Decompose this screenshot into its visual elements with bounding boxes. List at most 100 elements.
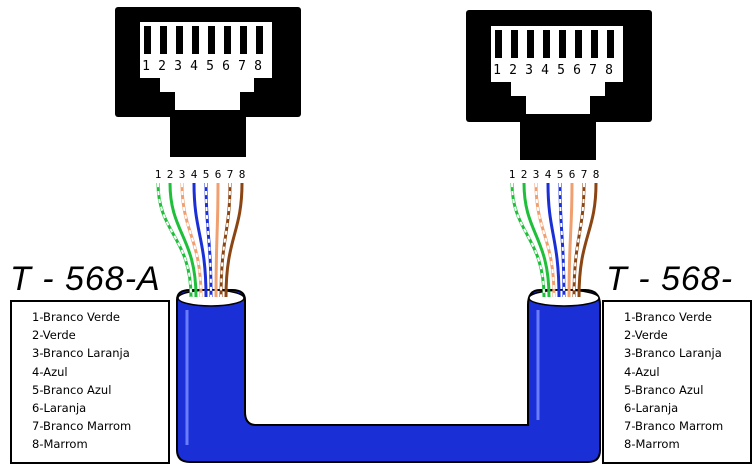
wire-8 xyxy=(224,182,244,298)
legend-item: 3-Branco Laranja xyxy=(32,346,130,361)
pin-number: 7 xyxy=(580,168,588,181)
pin-number: 2 xyxy=(520,168,528,181)
pin-number: 4 xyxy=(190,59,198,74)
pin-number: 1 xyxy=(493,63,501,78)
wires-right xyxy=(510,182,598,298)
pin-number: 4 xyxy=(544,168,552,181)
pin-number: 6 xyxy=(214,168,222,181)
pin-number: 5 xyxy=(556,168,564,181)
pin-number: 6 xyxy=(568,168,576,181)
pin-number: 3 xyxy=(174,59,182,74)
legend-item: 7-Branco Marrom xyxy=(32,419,132,434)
wires-left xyxy=(156,182,244,298)
pin-number: 1 xyxy=(154,168,162,181)
pin-number: 3 xyxy=(525,63,533,78)
wire-4 xyxy=(546,182,561,298)
legend-item: 6-Laranja xyxy=(624,401,679,416)
jack-neck xyxy=(520,115,596,160)
legend-item: 8-Marrom xyxy=(32,437,88,452)
jack-contact-8 xyxy=(256,26,263,54)
wire-stripe-1 xyxy=(511,182,545,298)
pin-number: 8 xyxy=(592,168,600,181)
wire-4 xyxy=(192,182,208,298)
jack-contact-4 xyxy=(192,26,199,54)
jack-contact-1 xyxy=(495,30,502,58)
jack-contact-8 xyxy=(607,30,614,58)
jack-contact-3 xyxy=(176,26,183,54)
pin-number: 7 xyxy=(226,168,234,181)
pin-number: 1 xyxy=(508,168,516,181)
jack-contact-1 xyxy=(144,26,151,54)
jack-neck xyxy=(170,112,246,157)
jack-contact-7 xyxy=(591,30,598,58)
jack-contact-5 xyxy=(208,26,215,54)
pin-number: 5 xyxy=(206,59,214,74)
pin-number: 7 xyxy=(238,59,246,74)
pin-number: 6 xyxy=(573,63,581,78)
pin-number: 4 xyxy=(190,168,198,181)
pin-number: 8 xyxy=(605,63,613,78)
pin-number: 3 xyxy=(178,168,186,181)
pin-number: 7 xyxy=(589,63,597,78)
jack-port xyxy=(140,22,272,110)
pin-number: 3 xyxy=(532,168,540,181)
cable-jacket xyxy=(176,289,601,463)
legend-item: 6-Laranja xyxy=(32,401,87,416)
legend-item: 2-Verde xyxy=(624,328,668,343)
pin-number: 8 xyxy=(238,168,246,181)
legend-item: 4-Azul xyxy=(32,364,68,379)
pin-number: 2 xyxy=(166,168,174,181)
wire-stripe-1 xyxy=(157,182,192,298)
rj45-jack-left xyxy=(115,7,301,157)
legend-item: 1-Branco Verde xyxy=(32,310,120,324)
jack-contact-2 xyxy=(160,26,167,54)
legend-item: 4-Azul xyxy=(624,364,660,379)
jack-contacts xyxy=(144,26,263,54)
wire-2 xyxy=(522,182,551,298)
pin-number: 2 xyxy=(509,63,517,78)
legend-item: 3-Branco Laranja xyxy=(624,346,722,361)
wire-6 xyxy=(567,182,574,298)
jack-contact-2 xyxy=(511,30,518,58)
legend-item: 5-Branco Azul xyxy=(624,382,704,397)
jack-contact-7 xyxy=(240,26,247,54)
wire-stripe-3 xyxy=(181,182,202,298)
pin-number: 6 xyxy=(222,59,230,74)
pin-number: 4 xyxy=(541,63,549,78)
pin-number: 1 xyxy=(142,59,150,74)
wire-2 xyxy=(168,182,198,298)
wire-stripe-5 xyxy=(205,182,212,298)
jack-contact-6 xyxy=(224,26,231,54)
legend-item: 7-Branco Marrom xyxy=(624,419,724,434)
wire-8 xyxy=(577,182,598,298)
wire-stripe-7 xyxy=(573,182,585,298)
pin-number: 2 xyxy=(158,59,166,74)
jack-contact-6 xyxy=(575,30,582,58)
jack-contact-4 xyxy=(543,30,550,58)
jack-contacts xyxy=(495,30,614,58)
legend-item: 1-Branco Verde xyxy=(624,310,712,324)
jack-contact-3 xyxy=(527,30,534,58)
wire-stripe-3 xyxy=(535,182,555,298)
legend-item: 5-Branco Azul xyxy=(32,382,112,397)
pin-number: 5 xyxy=(557,63,565,78)
wire-6 xyxy=(214,182,220,298)
rj45-jack-right xyxy=(466,10,652,160)
wire-stripe-7 xyxy=(220,182,231,298)
pin-number: 5 xyxy=(202,168,210,181)
legend-item: 2-Verde xyxy=(32,328,76,343)
color-legend-right: 1-Branco Verde 2-Verde 3-Branco Laranja 4-A… xyxy=(602,300,752,464)
pin-number: 8 xyxy=(254,59,262,74)
jack-contact-5 xyxy=(559,30,566,58)
color-legend-left: 1-Branco Verde 2-Verde 3-Branco Laranja 4-A… xyxy=(10,300,170,464)
wire-stripe-5 xyxy=(559,182,565,298)
legend-item: 8-Marrom xyxy=(624,437,680,452)
jack-port xyxy=(491,26,623,114)
standard-label-left: T - 568-A xyxy=(10,260,161,298)
